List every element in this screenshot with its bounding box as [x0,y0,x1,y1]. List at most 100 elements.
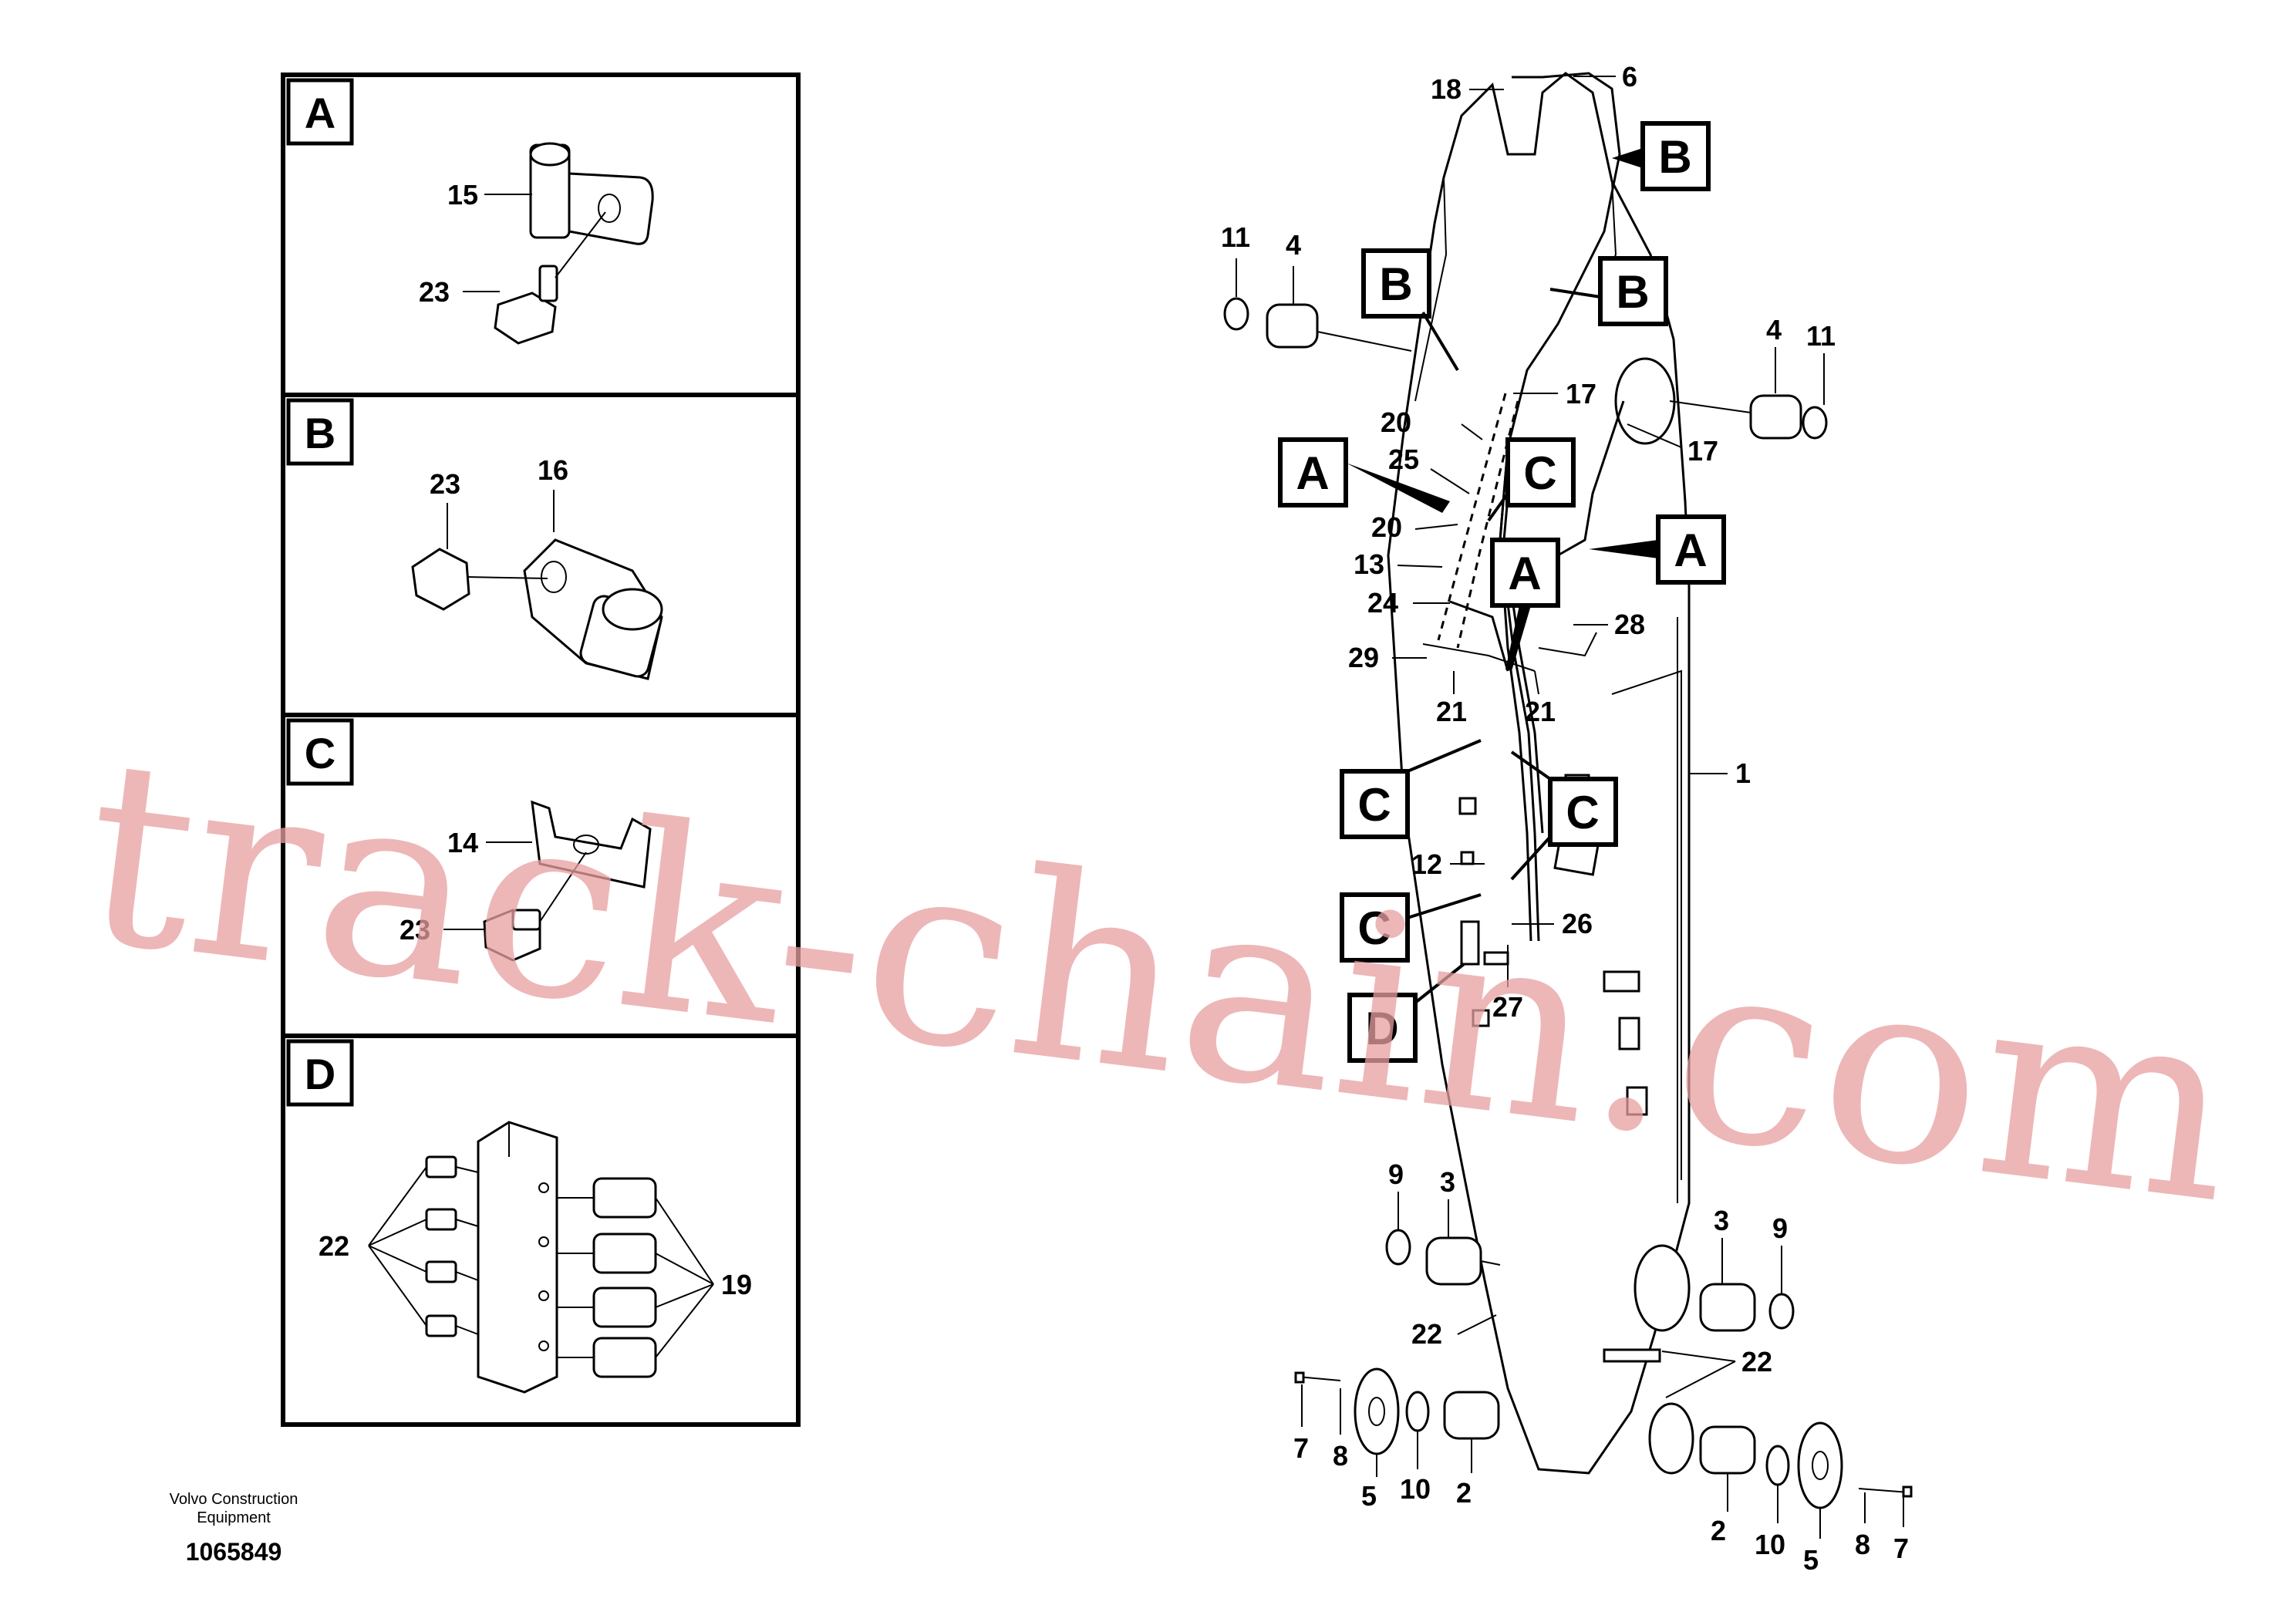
label-19: 19 [721,1269,752,1300]
label-28: 28 [1614,609,1645,640]
callout-b-mid-right: B [1549,256,1668,326]
panel-b: B 23 16 [286,398,663,680]
label-24: 24 [1367,587,1398,619]
panel-c: C 14 23 [286,718,652,962]
nipples-part-22 [425,1155,479,1337]
label-14: 14 [447,827,478,858]
svg-text:A: A [1296,447,1329,499]
panel-d-label: D [305,1050,335,1098]
label-22-d: 22 [319,1230,349,1262]
label-11-left: 11 [1221,221,1250,253]
pin-parts-bottom-right [1699,1283,1795,1332]
svg-text:A: A [1674,524,1707,576]
detail-panels: A 15 23 B [281,73,801,1427]
label-21-left: 21 [1436,696,1467,727]
label-10-left: 10 [1400,1473,1431,1505]
fittings-part-19 [557,1177,657,1378]
callout-c-right: C [1510,750,1618,881]
label-3-right: 3 [1714,1205,1729,1236]
label-21-right: 21 [1525,696,1556,727]
tip-pin-bore [1648,1402,1694,1475]
label-3-left: 3 [1440,1166,1455,1198]
label-10-right: 10 [1755,1529,1785,1560]
callout-a-center: A [1490,538,1560,671]
svg-text:A: A [1508,548,1541,599]
panel-d: D [286,1039,752,1394]
callout-d-left: D [1347,963,1465,1063]
lower-pin-bore [1633,1244,1691,1332]
panel-c-label: C [305,729,335,777]
label-7-right: 7 [1893,1533,1909,1564]
clamp-part-15 [529,142,654,245]
label-6: 6 [1622,61,1637,93]
label-8-left: 8 [1333,1440,1348,1472]
label-12: 12 [1411,848,1442,880]
label-17-right: 17 [1687,435,1718,467]
label-5-left: 5 [1361,1480,1377,1512]
pin-parts-bottom-left [1385,1229,1501,1286]
svg-text:B: B [1658,131,1691,183]
callouts: B B B A C A A [1278,121,1726,1063]
callout-c-left-2: C [1340,892,1482,963]
label-13: 13 [1354,548,1384,580]
clamp-part-16 [523,538,663,680]
callout-b-mid-left: B [1361,248,1459,372]
arm-assembly [1223,72,1913,1509]
label-22-left: 22 [1411,1318,1442,1350]
footer: Volvo Construction Equipment 1065849 [170,1491,298,1566]
label-11-right: 11 [1806,320,1836,352]
panel-a-label: A [305,89,335,137]
label-2-left: 2 [1456,1477,1472,1509]
panel-a: A 15 23 [286,78,654,345]
label-1: 1 [1735,757,1751,789]
pin-parts-top-right [1669,394,1828,440]
company-name-line1: Volvo Construction [170,1491,298,1508]
leader-19-d [655,1197,714,1358]
leader-22-d [368,1166,427,1327]
label-27: 27 [1492,991,1523,1023]
label-17-top: 17 [1566,378,1596,410]
label-9-left: 9 [1388,1158,1404,1190]
label-18: 18 [1431,73,1462,105]
label-9-right: 9 [1772,1212,1788,1244]
svg-text:C: C [1523,447,1556,499]
pin-parts-top-left [1223,297,1412,352]
label-22-right: 22 [1741,1346,1772,1378]
manifold-block [477,1121,558,1394]
pin-parts-tip-right [1699,1421,1913,1509]
label-23-b: 23 [430,468,460,500]
svg-text:B: B [1616,266,1649,318]
label-5-right: 5 [1803,1544,1819,1576]
label-23-c: 23 [400,914,430,946]
upper-pin-bore [1614,357,1676,445]
svg-text:B: B [1379,258,1412,310]
label-4-left: 4 [1286,229,1301,261]
label-23-a: 23 [419,276,450,308]
panel-b-label: B [305,409,335,457]
label-26: 26 [1562,908,1593,939]
label-7-left: 7 [1293,1432,1309,1464]
callout-b-top: B [1612,121,1711,191]
callout-c-left-1: C [1340,739,1482,839]
label-20-mid: 20 [1371,511,1402,543]
svg-text:C: C [1566,787,1599,838]
pin-parts-tip-left [1294,1367,1500,1455]
bolt-part-23-c [483,851,587,962]
bolt-part-23 [494,211,606,345]
label-16: 16 [538,454,568,486]
svg-text:D: D [1365,1003,1398,1054]
junction-block-d [1460,920,1480,966]
label-20-top: 20 [1381,406,1411,438]
part-number-labels: 18 6 11 4 4 11 20 17 25 17 20 13 24 28 2… [1221,61,1909,1576]
label-29: 29 [1348,642,1379,673]
svg-text:C: C [1357,902,1391,954]
saddle-part-14 [531,800,652,889]
bolt-part-23-b [411,548,548,611]
label-15: 15 [447,179,478,211]
callout-a-left: A [1278,437,1450,513]
label-8-right: 8 [1855,1529,1870,1560]
label-25: 25 [1388,443,1419,475]
company-name-line2: Equipment [197,1509,271,1526]
callout-a-right: A [1589,514,1726,585]
